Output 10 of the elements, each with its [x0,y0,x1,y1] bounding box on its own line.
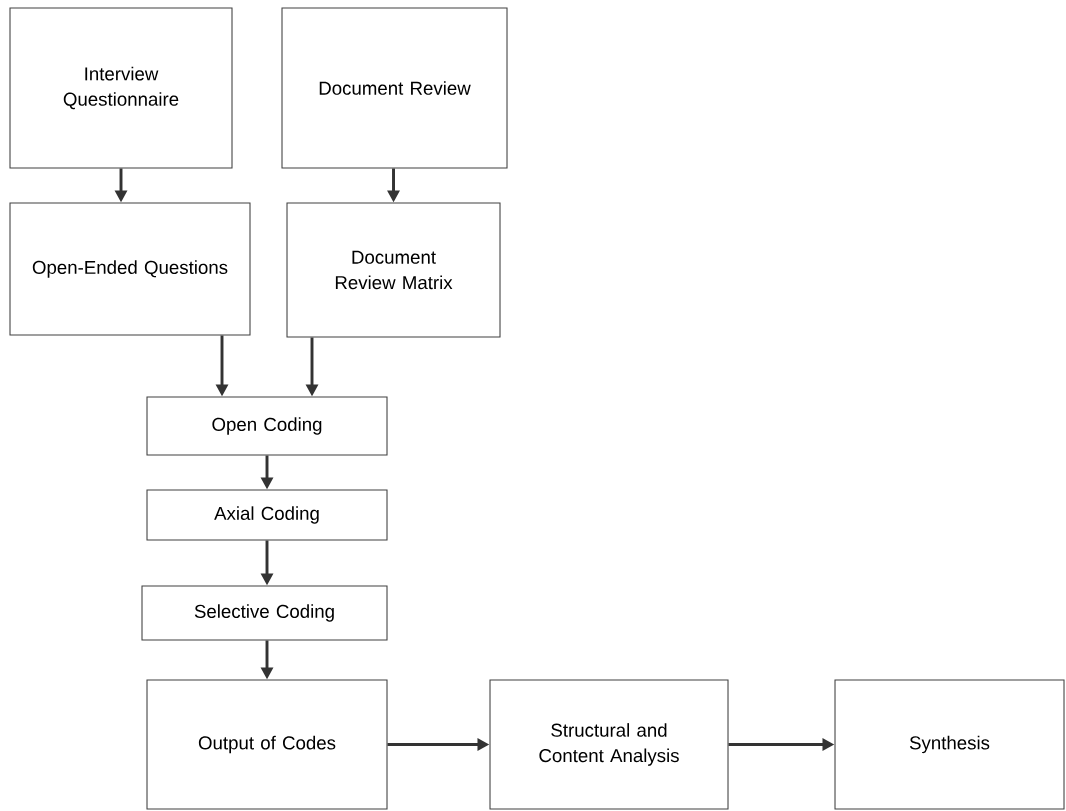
process-box: Structural and Content Analysis [489,679,729,810]
process-box: Open-Ended Questions [9,202,251,336]
process-box: Output of Codes [146,679,388,810]
process-box: Synthesis [834,679,1065,810]
process-box: Interview Questionnaire [9,7,233,169]
process-box: Selective Coding [141,585,388,641]
process-box: Open Coding [146,396,388,456]
process-box: Document Review Matrix [286,202,501,338]
process-box: Document Review [281,7,508,169]
process-box: Axial Coding [146,489,388,541]
